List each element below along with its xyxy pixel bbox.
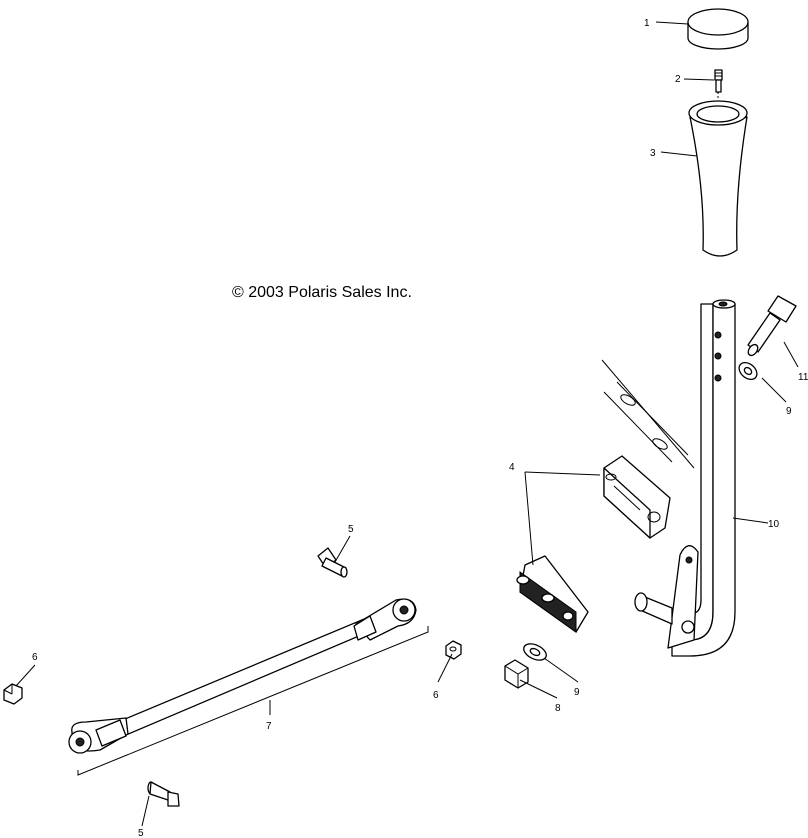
callout-6-middle: 6 [433,690,439,701]
bolt-icon [147,781,180,807]
callout-5-middle: 5 [348,524,354,535]
callout-4: 4 [509,462,515,473]
washer-icon [738,361,758,381]
bolt-icon [317,547,348,578]
callout-10: 10 [768,519,780,530]
callout-3: 3 [650,148,656,159]
nut-icon [3,683,23,705]
callout-9-lower: 9 [574,687,580,698]
callout-7: 7 [266,721,272,732]
nut-icon [504,659,529,689]
callout-5-lower: 5 [138,828,144,838]
bolt-icon [747,295,797,357]
shift-knob-cap-icon [687,8,749,50]
callout-2: 2 [675,74,681,85]
guide-lines [601,359,695,469]
callout-8: 8 [555,703,561,714]
rod-bracket [77,626,429,776]
callout-6-left: 6 [32,652,38,663]
pivot-block-icon [516,555,589,633]
shift-linkage-rod-icon [68,598,417,754]
copyright-notice: © 2003 Polaris Sales Inc. [232,284,412,301]
callout-9-upper: 9 [786,406,792,417]
callout-1: 1 [644,18,650,29]
washer-icon [523,643,547,661]
shift-knob-icon [688,100,748,257]
callout-11: 11 [798,372,808,383]
set-screw-icon [714,69,723,100]
pivot-block-icon [603,455,671,539]
nut-icon [445,640,462,660]
callout-labels: 1 2 3 4 5 5 6 6 7 8 9 9 10 11 [32,18,808,838]
shift-lever-icon [634,299,736,657]
leader-lines [15,21,799,827]
